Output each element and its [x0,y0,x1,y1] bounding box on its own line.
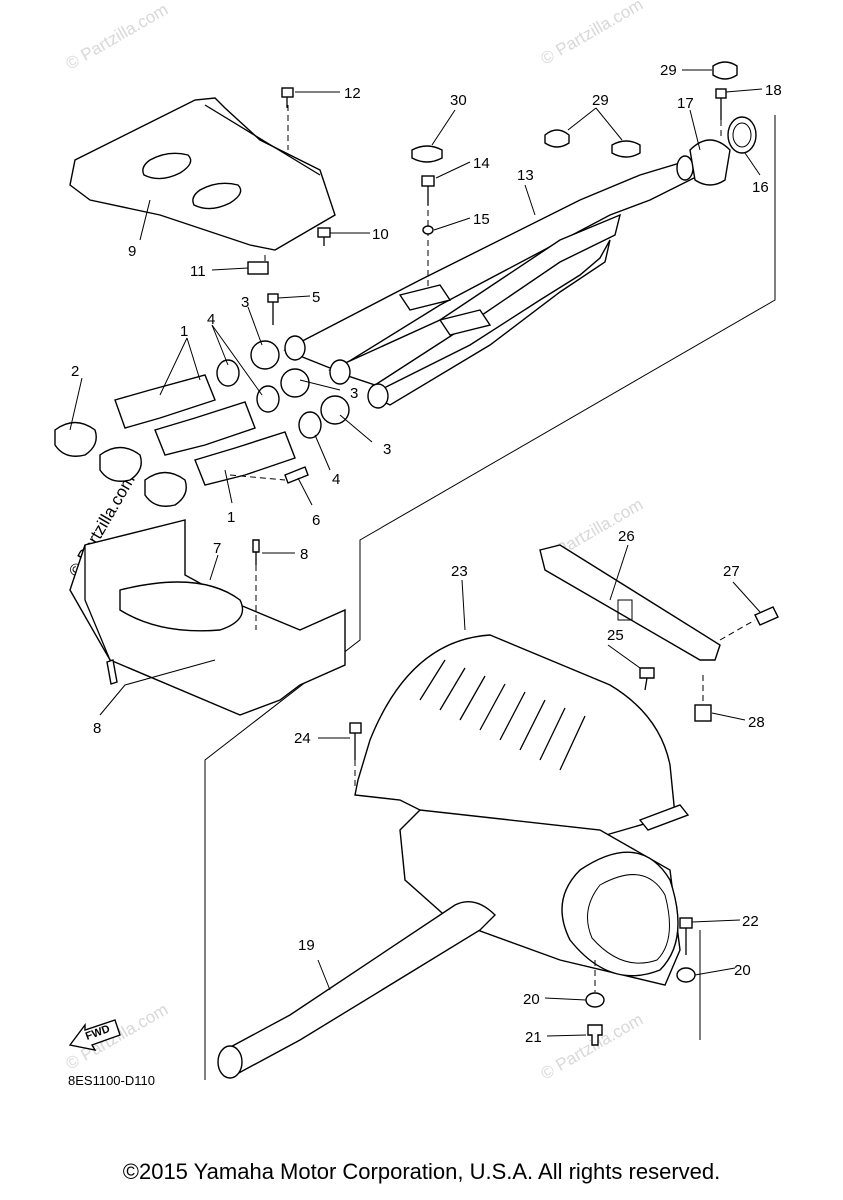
tail-pipe-part [217,901,496,1079]
callout-19: 19 [298,937,315,954]
callout-20: 20 [523,991,540,1008]
callout-20: 20 [734,962,751,979]
callout-6: 6 [312,512,320,529]
bolt-25 [639,667,655,691]
callout-15: 15 [473,211,490,228]
cap-29 [611,140,641,158]
callout-14: 14 [473,155,490,172]
upper-protector-part [69,97,336,251]
washer-15 [422,225,434,235]
cap-30 [411,145,443,163]
nut-28 [694,704,712,722]
callout-18: 18 [765,82,782,99]
clamp-3 [250,340,350,425]
gasket-4 [216,359,322,439]
stud-21 [587,1024,603,1046]
clamp-17 [689,139,731,186]
bolt-12 [281,87,294,108]
exhaust-pipe-part [283,155,702,409]
nut-20-left [585,992,605,1008]
callout-29: 29 [660,62,677,79]
bolt-5 [267,293,279,325]
callout-23: 23 [451,563,468,580]
bolt-10 [317,227,331,246]
bracket-26 [539,544,721,661]
nut-20-right [676,967,696,983]
watermark: © Partzilla.com [63,0,172,73]
copyright-footer: ©2015 Yamaha Motor Corporation, U.S.A. A… [122,1159,721,1184]
callout-4: 4 [332,471,340,488]
gasket-2 [54,421,187,507]
callout-4: 4 [207,311,215,328]
group-frame-lines [204,115,776,1080]
callout-30: 30 [450,92,467,109]
callout-13: 13 [517,167,534,184]
joint-1 [114,374,296,486]
rivet-8b [106,659,118,685]
diagram-code: 8ES1100-D110 [68,1073,155,1088]
muffler-body-part [399,804,690,986]
bolt-27 [754,606,779,626]
rivet-8 [252,539,260,565]
bolt-22 [679,917,693,955]
callout-21: 21 [525,1029,542,1046]
callout-labels: 1 1 2 3 3 3 4 4 5 6 7 8 8 9 10 11 12 13 … [71,62,782,1046]
fwd-arrow-icon: FWD [68,1019,121,1051]
bolt-6 [284,466,309,484]
callout-28: 28 [748,714,765,731]
callout-29: 29 [592,92,609,109]
bolt-14 [421,175,435,205]
ring-16 [727,116,757,154]
callout-1: 1 [227,509,235,526]
callout-9: 9 [128,243,136,260]
callout-12: 12 [344,85,361,102]
callout-5: 5 [312,289,320,306]
callout-3: 3 [350,385,358,402]
watermark: © Partzilla.com [538,1010,647,1084]
callout-11: 11 [190,263,206,280]
callout-2: 2 [71,363,79,380]
callout-10: 10 [372,226,389,243]
callout-16: 16 [752,179,769,196]
callout-27: 27 [723,563,740,580]
callout-8: 8 [300,546,308,563]
callout-25: 25 [607,627,624,644]
callout-26: 26 [618,528,635,545]
bolt-18 [715,88,727,120]
callout-7: 7 [213,540,221,557]
muffler-cover-part [354,634,676,861]
callout-3: 3 [241,294,249,311]
bracket-11 [247,261,269,275]
callout-3: 3 [383,441,391,458]
callout-8: 8 [93,720,101,737]
bolt-24 [349,722,362,760]
watermark: © Partzilla.com [538,0,647,68]
callout-24: 24 [294,730,311,747]
lower-protector-part [69,519,346,716]
cap-29-top [712,61,738,80]
callout-17: 17 [677,95,694,112]
callout-22: 22 [742,913,759,930]
grommet-29 [544,129,570,148]
leader-lines [69,69,763,1037]
callout-1: 1 [180,323,188,340]
